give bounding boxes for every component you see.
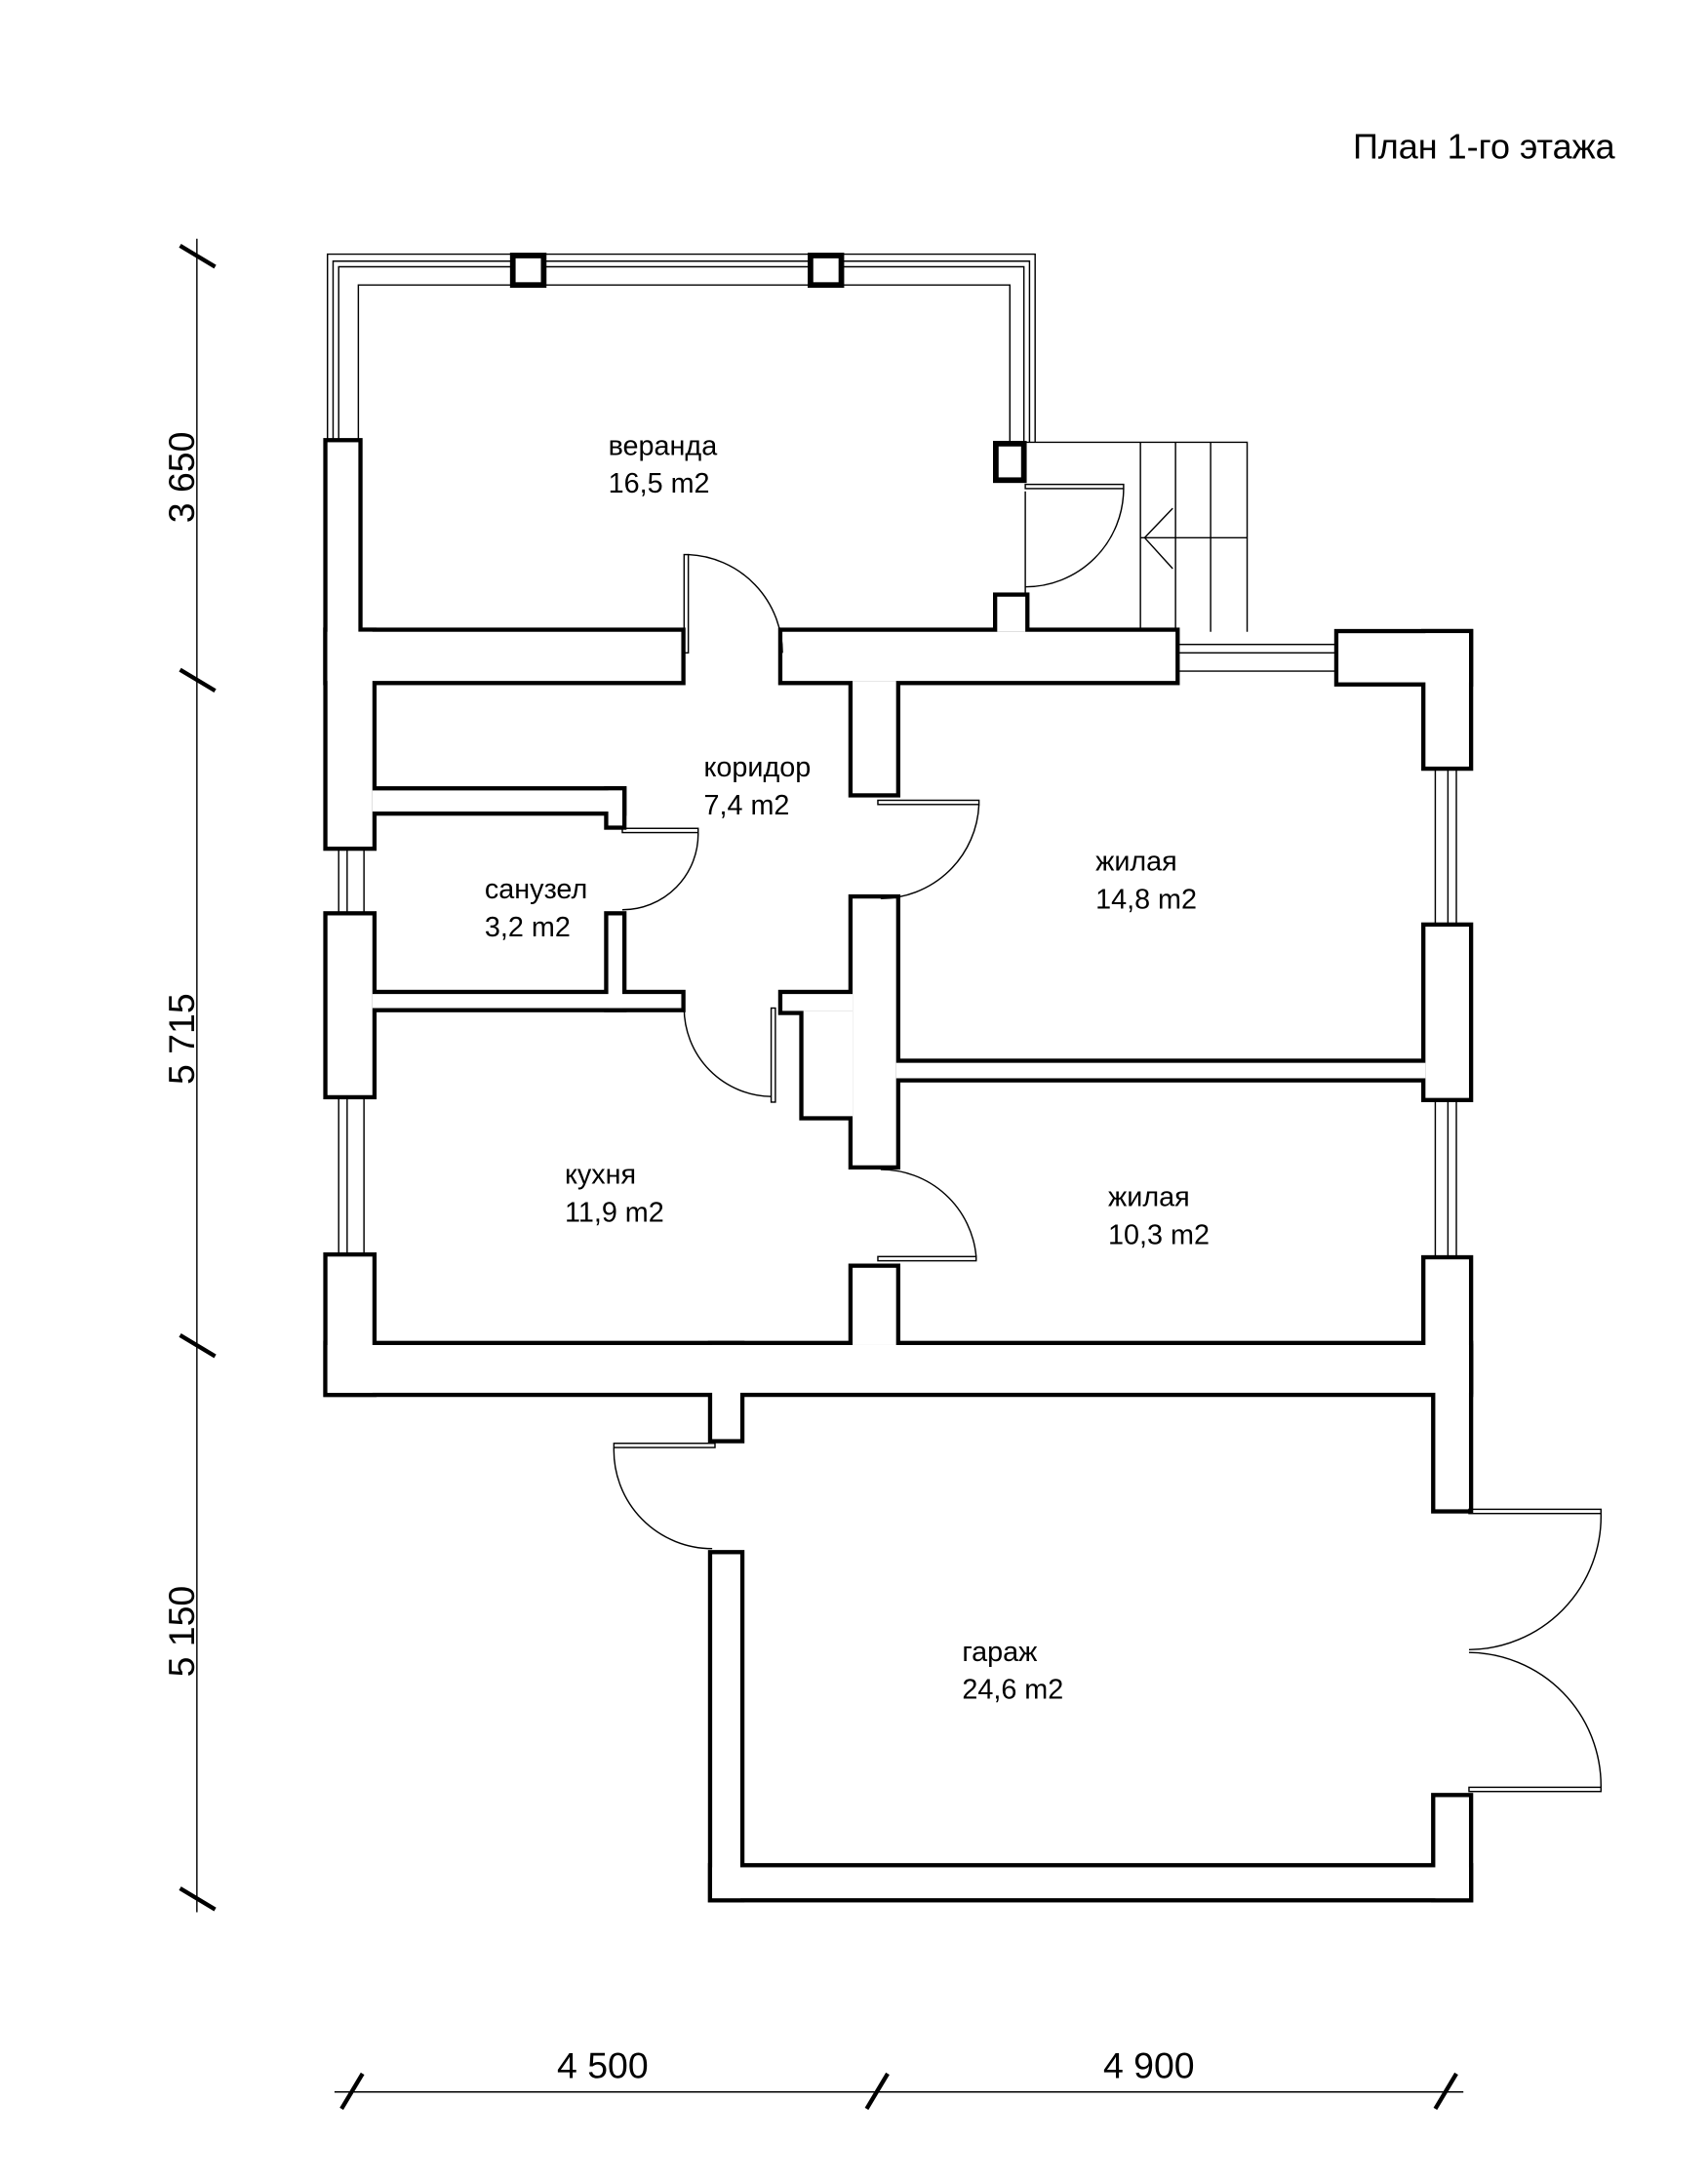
room-name: жилая xyxy=(1095,846,1177,877)
posts xyxy=(509,253,1027,484)
vertical-dimension: 3 650 5 715 5 150 xyxy=(161,238,217,1913)
dimension-label: 4 500 xyxy=(557,2044,649,2085)
room-name: гараж xyxy=(962,1637,1038,1668)
room-area: 11,9 m2 xyxy=(565,1197,664,1228)
room-area: 3,2 m2 xyxy=(485,912,571,943)
room-name: кухня xyxy=(565,1159,636,1190)
door-bathroom xyxy=(621,827,699,911)
door-kitchen xyxy=(683,1007,776,1103)
door-veranda-corridor xyxy=(683,553,783,654)
plan-title: План 1-го этажа xyxy=(1353,127,1615,167)
arrow-icon xyxy=(1143,507,1173,570)
dimension-label: 3 650 xyxy=(161,432,202,524)
doors xyxy=(613,483,1603,1793)
room-labels: веранда 16,5 m2 коридор 7,4 m2 санузел 3… xyxy=(485,430,1210,1705)
entrance-stairs xyxy=(1024,441,1249,632)
room-area: 10,3 m2 xyxy=(1108,1219,1210,1250)
dimension-label: 5 715 xyxy=(161,993,202,1085)
room-name: коридор xyxy=(703,752,811,783)
room-area: 7,4 m2 xyxy=(703,790,789,821)
room-name: санузел xyxy=(485,874,587,905)
walls-fill xyxy=(327,442,1469,1899)
door-bedroom-1 xyxy=(877,799,980,899)
horizontal-dimension: 4 500 4 900 xyxy=(334,2044,1464,2111)
veranda-railing xyxy=(326,253,1036,443)
door-garage-side xyxy=(613,1443,716,1550)
dimension-label: 5 150 xyxy=(161,1586,202,1678)
room-name: жилая xyxy=(1108,1181,1190,1212)
garage-gate xyxy=(1468,1508,1603,1793)
dimension-label: 4 900 xyxy=(1103,2044,1195,2085)
door-entrance xyxy=(1024,483,1125,588)
door-bedroom-2 xyxy=(877,1169,977,1262)
room-name: веранда xyxy=(609,430,718,461)
room-area: 16,5 m2 xyxy=(609,468,710,499)
room-area: 24,6 m2 xyxy=(962,1675,1063,1706)
room-area: 14,8 m2 xyxy=(1095,884,1197,915)
